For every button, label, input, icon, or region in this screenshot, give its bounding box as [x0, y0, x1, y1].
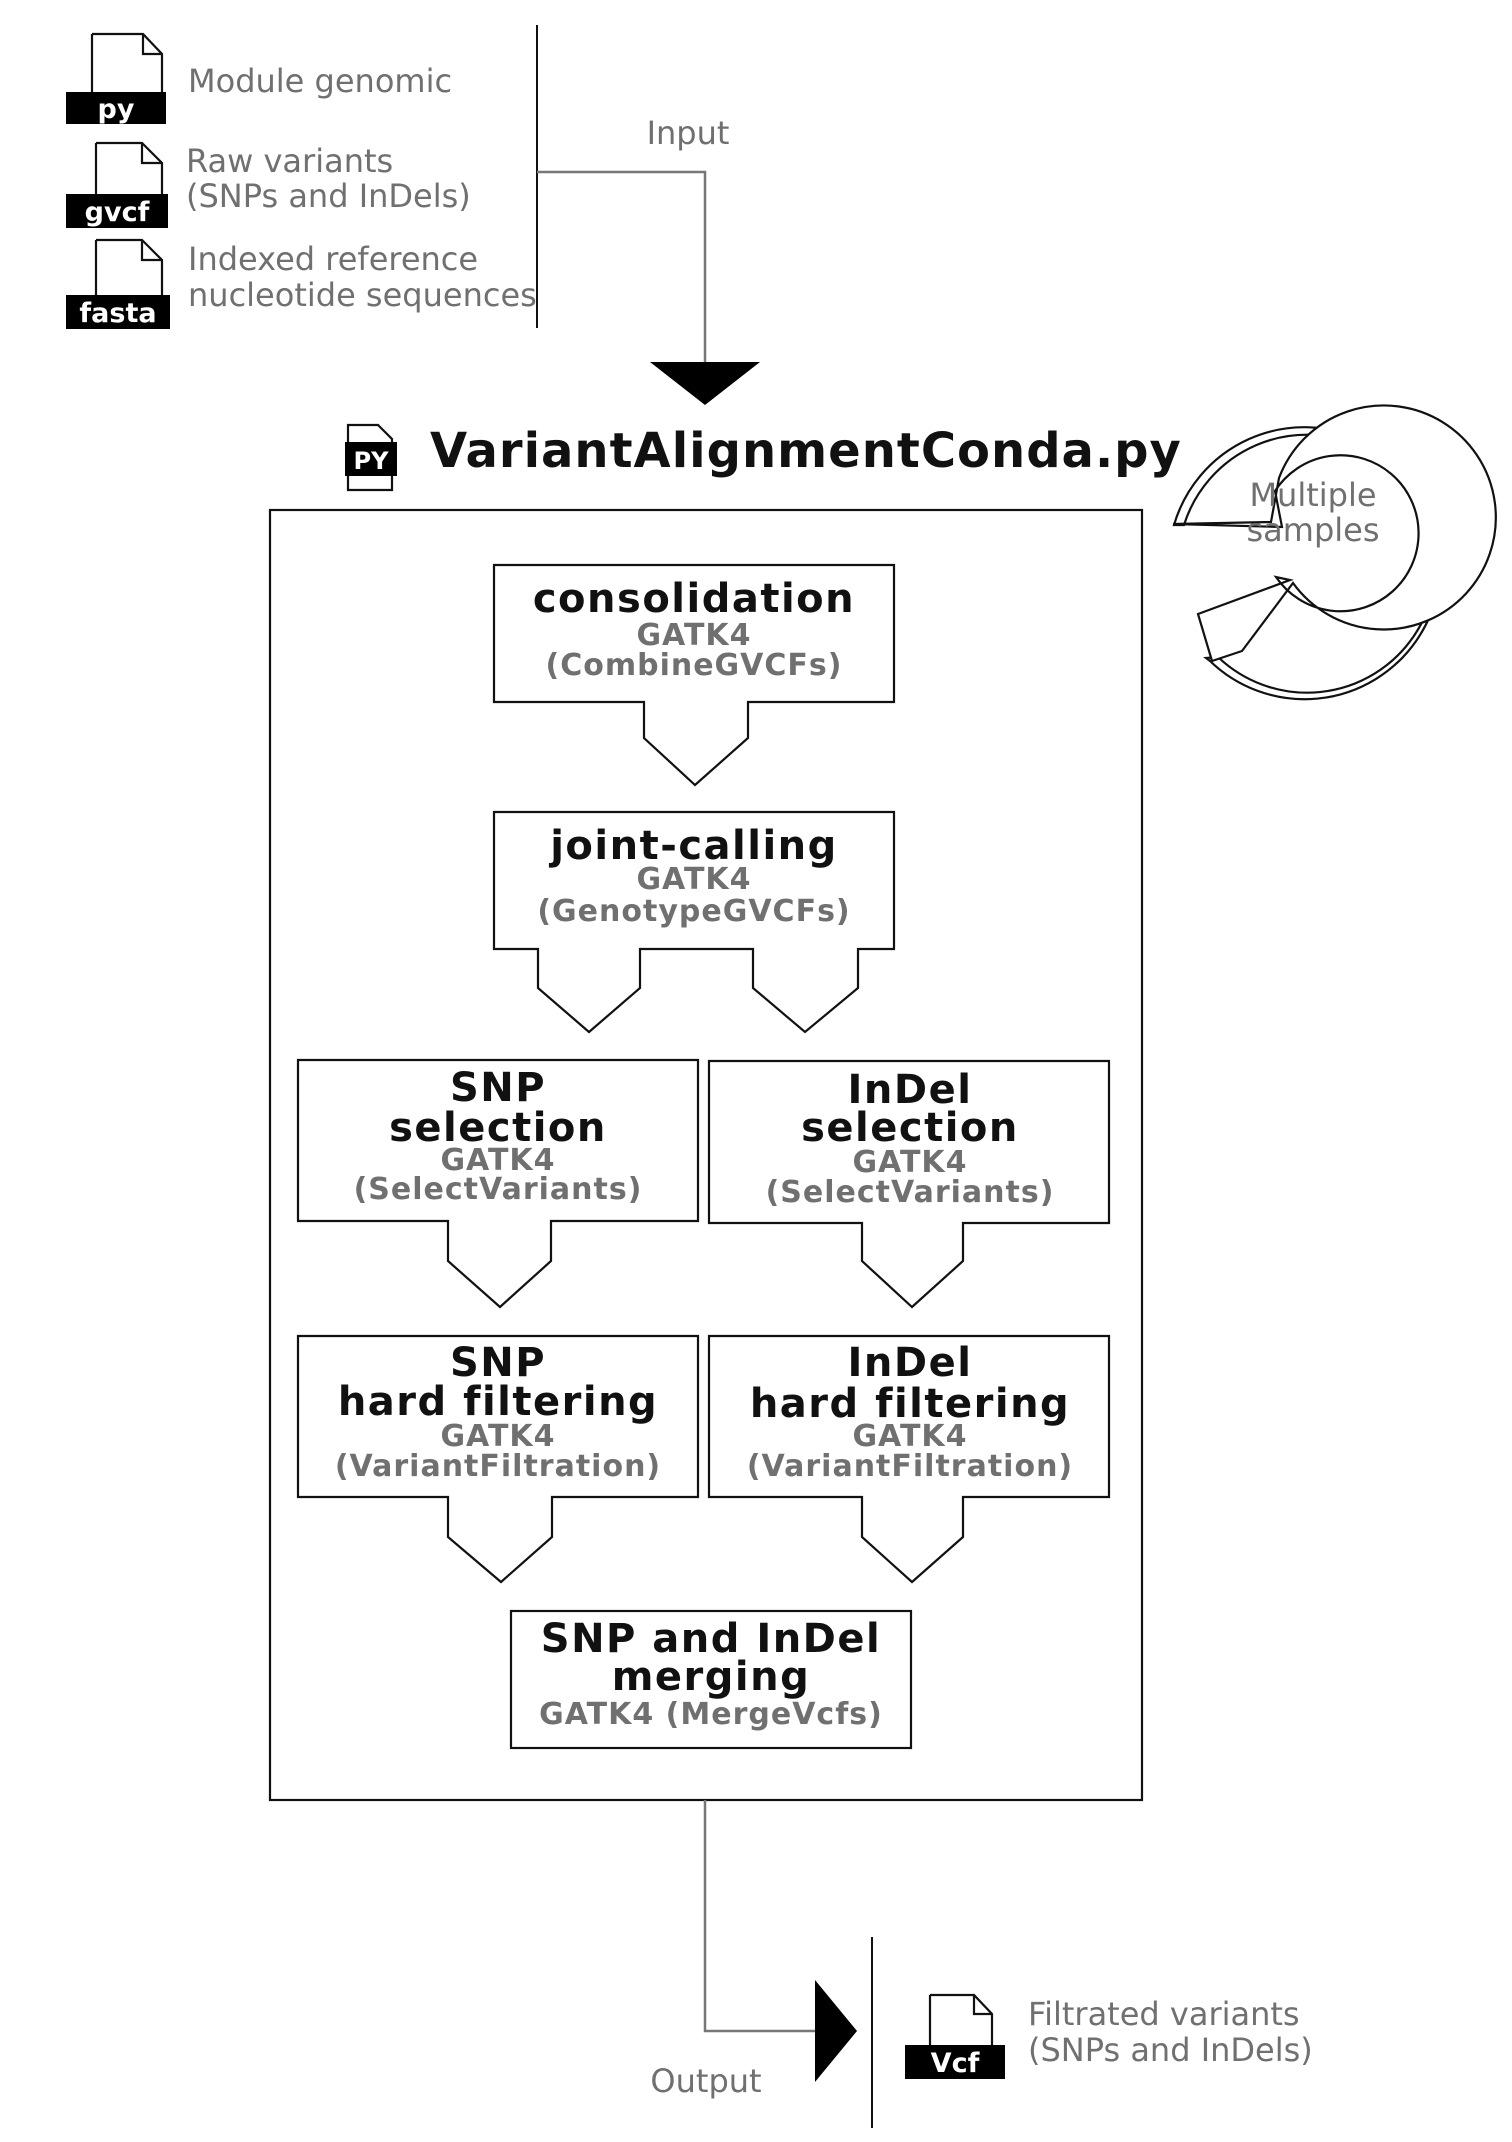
step-command: (SelectVariants): [354, 1172, 643, 1207]
input-file-fasta: fasta Indexed reference nucleotide seque…: [66, 238, 537, 329]
file-tag-bg: [905, 2045, 1005, 2079]
step-title-line1: SNP: [450, 1340, 546, 1386]
step-tool: GATK4: [636, 618, 751, 653]
step-title-line1: InDel: [848, 1067, 973, 1113]
step-tool: GATK4: [636, 862, 751, 897]
step-snp-hard-filtering: SNP hard filtering GATK4 (VariantFiltrat…: [296, 1334, 700, 1584]
input-py-label: Module genomic: [188, 62, 452, 100]
step-title-line2: hard filtering: [750, 1381, 1070, 1427]
step-consolidation: consolidation GATK4 (CombineGVCFs): [492, 563, 896, 787]
step-command: (SelectVariants): [766, 1175, 1055, 1210]
step-title-line1: InDel: [848, 1340, 973, 1386]
step-command: (VariantFiltration): [747, 1449, 1073, 1484]
output-label: Output: [650, 2062, 761, 2100]
output-arrow: [815, 1980, 857, 2082]
file-icon: [94, 141, 164, 198]
pipeline-container: [268, 508, 1144, 1802]
step-command: (GenotypeGVCFs): [537, 894, 850, 929]
output-label-line2: (SNPs and InDels): [1028, 2031, 1313, 2069]
step-tool: GATK4: [852, 1419, 967, 1454]
step-title: consolidation: [533, 576, 855, 622]
step-title-line2: merging: [612, 1654, 811, 1700]
input-arrow: [650, 362, 760, 405]
file-icon: [928, 1993, 994, 2048]
file-tag-py: py: [98, 94, 135, 125]
step-title-line2: selection: [801, 1105, 1019, 1151]
file-tag-fasta: fasta: [79, 298, 156, 329]
file-icon: [90, 32, 164, 98]
file-tag-bg: [66, 92, 166, 124]
step-command: (VariantFiltration): [335, 1449, 661, 1484]
input-connector: [537, 170, 707, 362]
step-command: (CombineGVCFs): [546, 648, 843, 683]
python-file-icon: PY: [345, 423, 397, 492]
input-file-py: py Module genomic: [66, 32, 452, 125]
loop-label-line2: samples: [1246, 511, 1379, 549]
script-title: VariantAlignmentConda.py: [430, 423, 1182, 479]
step-tool: GATK4: [440, 1143, 555, 1178]
step-title-line2: selection: [389, 1105, 607, 1151]
step-joint-calling: joint-calling GATK4 (GenotypeGVCFs): [492, 810, 896, 1034]
input-label: Input: [647, 114, 730, 152]
step-snp-selection: SNP selection GATK4 (SelectVariants): [296, 1058, 700, 1309]
output-file-vcf: Vcf Filtrated variants (SNPs and InDels): [905, 1993, 1313, 2079]
output-label-line1: Filtrated variants: [1028, 1995, 1300, 2033]
loop-label-line1: Multiple: [1249, 476, 1376, 514]
step-title: joint-calling: [548, 823, 838, 869]
step-merging: SNP and InDel merging GATK4 (MergeVcfs): [509, 1609, 913, 1750]
input-file-gvcf: gvcf Raw variants (SNPs and InDels): [66, 141, 471, 228]
step-indel-hard-filtering: InDel hard filtering GATK4 (VariantFiltr…: [707, 1334, 1111, 1584]
step-indel-selection: InDel selection GATK4 (SelectVariants): [707, 1059, 1111, 1309]
output-connector: [703, 1800, 815, 2033]
input-fasta-label-line1: Indexed reference: [188, 240, 478, 278]
step-title-line1: SNP: [450, 1065, 546, 1111]
input-gvcf-label-line2: (SNPs and InDels): [186, 177, 471, 215]
input-gvcf-label-line1: Raw variants: [186, 142, 393, 180]
step-command: GATK4 (MergeVcfs): [539, 1697, 883, 1732]
py-icon-text: PY: [354, 447, 390, 475]
step-tool: GATK4: [852, 1145, 967, 1180]
step-title-line1: SNP and InDel: [541, 1616, 881, 1662]
file-tag-gvcf: gvcf: [85, 197, 150, 228]
file-icon: [94, 238, 164, 298]
step-tool: GATK4: [440, 1419, 555, 1454]
file-tag-bg: [66, 295, 170, 329]
input-fasta-label-line2: nucleotide sequences: [188, 276, 537, 314]
loop-arrow-icon: [1172, 404, 1497, 701]
file-tag-vcf: Vcf: [931, 2048, 980, 2079]
file-tag-bg: [66, 194, 168, 228]
step-title-line2: hard filtering: [338, 1379, 658, 1425]
